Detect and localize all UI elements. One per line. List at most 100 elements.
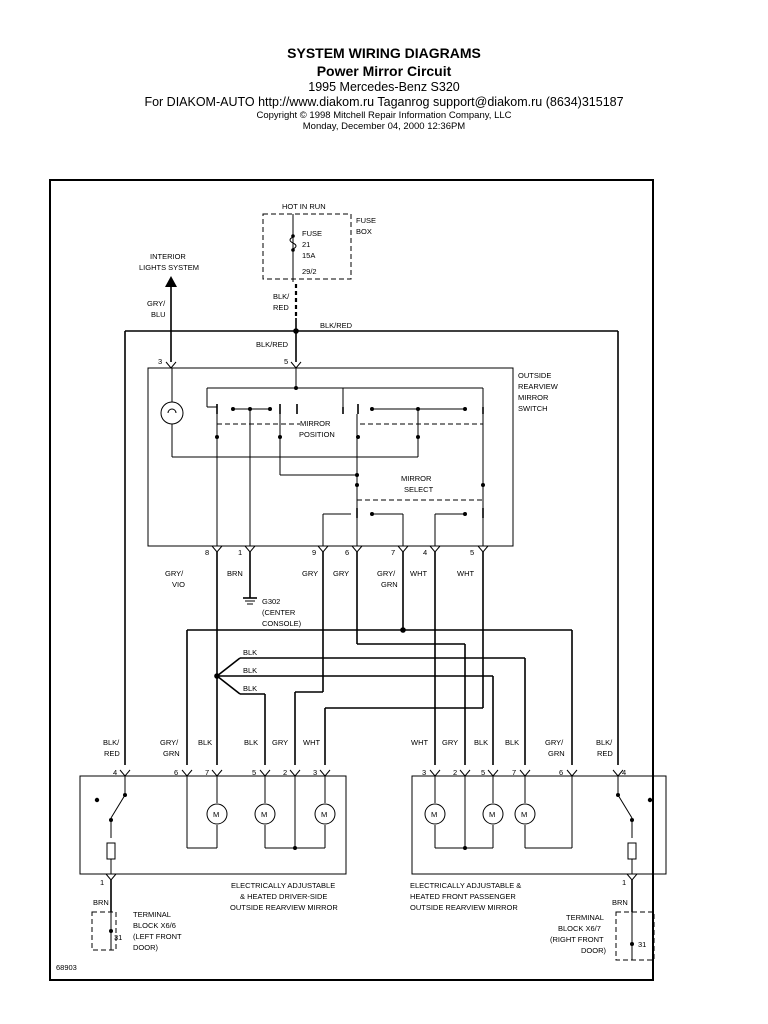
- right-wire-label-wht: WHT: [411, 738, 428, 747]
- left-terminal-label-2: BLOCK X6/6: [133, 921, 176, 930]
- mirror-connector-pins: 4 6 7 5 2 3 3 2 5 7 6 4: [113, 768, 626, 777]
- interior-lights-label-2: LIGHTS SYSTEM: [139, 263, 199, 272]
- right-pin-7: 7: [512, 768, 516, 777]
- wire-label-blk-red-mid: BLK/RED: [256, 340, 289, 349]
- switch-pin-5b: 5: [470, 548, 474, 557]
- left-terminal-label-4: DOOR): [133, 943, 159, 952]
- copyright-line: Copyright © 1998 Mitchell Repair Informa…: [256, 110, 512, 121]
- left-terminal-31: 31: [114, 933, 122, 942]
- hot-in-run-label: HOT IN RUN: [282, 202, 326, 211]
- left-motor-2-label: M: [261, 810, 267, 819]
- right-motor-1-label: M: [431, 810, 437, 819]
- diagram-frame: [49, 179, 654, 981]
- right-motor-2-icon: [482, 803, 504, 825]
- mirror-position-label-1: MIRROR: [300, 419, 331, 428]
- left-wire-label-brn: BRN: [93, 898, 109, 907]
- left-wire-label-gry-grn-1: GRY/: [160, 738, 179, 747]
- wire-label-blk-red-2: RED: [273, 303, 289, 312]
- mirror-select-label-1: MIRROR: [401, 474, 432, 483]
- wire-label-brn: BRN: [227, 569, 243, 578]
- left-motor-3-icon: [314, 803, 336, 825]
- interior-lights-system: INTERIOR LIGHTS SYSTEM GRY/ BLU: [139, 252, 199, 362]
- left-pin-2: 2: [283, 768, 287, 777]
- right-motor-3-label: M: [521, 810, 527, 819]
- switch-pin-4: 4: [423, 548, 427, 557]
- right-motor-1-icon: [424, 803, 446, 825]
- left-wire-label-blk-red-2: RED: [104, 749, 120, 758]
- ground-g302: G302 (CENTER CONSOLE): [243, 552, 302, 628]
- switch-pin-7: 7: [391, 548, 395, 557]
- left-pin-7: 7: [205, 768, 209, 777]
- fuse-box-label-2: BOX: [356, 227, 372, 236]
- switch-pin-8: 8: [205, 548, 209, 557]
- wire-label-wht-a: WHT: [410, 569, 427, 578]
- wire-label-gry-a: GRY: [302, 569, 318, 578]
- fuse-box: HOT IN RUN FUSE 21 15A 29/2 FUSE BOX: [262, 202, 376, 282]
- right-mirror-label-1: ELECTRICALLY ADJUSTABLE &: [410, 881, 521, 890]
- left-pin-1: 1: [100, 878, 104, 887]
- left-motor-1-label: M: [213, 810, 219, 819]
- switch-label-1: OUTSIDE: [518, 371, 551, 380]
- switch-label-2: REARVIEW: [518, 382, 559, 391]
- left-pin-3: 3: [313, 768, 317, 777]
- switch-label-4: SWITCH: [518, 404, 548, 413]
- right-mirror-label-2: HEATED FRONT PASSENGER: [410, 892, 516, 901]
- wiring-harness: BLK BLK BLK: [186, 552, 573, 765]
- left-motor-1-icon: [206, 803, 228, 825]
- g302-label-2: (CENTER: [262, 608, 296, 617]
- left-wire-label-gry: GRY: [272, 738, 288, 747]
- mirror-select-label-2: SELECT: [404, 485, 434, 494]
- fuse-number: 21: [302, 240, 310, 249]
- switch-pin-9: 9: [312, 548, 316, 557]
- right-wire-label-blk-red-2: RED: [597, 749, 613, 758]
- left-pin-6: 6: [174, 768, 178, 777]
- right-terminal-block: 31 TERMINAL BLOCK X6/7 (RIGHT FRONT DOOR…: [550, 911, 655, 961]
- wire-label-gry-vio-1: GRY/: [165, 569, 184, 578]
- right-pin-3: 3: [422, 768, 426, 777]
- fuse-label: FUSE: [302, 229, 322, 238]
- right-pin-5: 5: [481, 768, 485, 777]
- left-wire-label-blk-a: BLK: [198, 738, 212, 747]
- contact-line: For DIAKOM-AUTO http://www.diakom.ru Tag…: [144, 95, 624, 109]
- left-pin-4: 4: [113, 768, 117, 777]
- left-mirror-label-3: OUTSIDE REARVIEW MIRROR: [230, 903, 338, 912]
- left-terminal-label-3: (LEFT FRONT: [133, 932, 182, 941]
- right-pin-6: 6: [559, 768, 563, 777]
- right-wire-label-gry-grn-2: GRN: [548, 749, 565, 758]
- left-mirror-label-1: ELECTRICALLY ADJUSTABLE: [231, 881, 335, 890]
- wire-label-gry-blu-1: GRY/: [147, 299, 166, 308]
- interior-lights-label-1: INTERIOR: [150, 252, 186, 261]
- right-wire-label-blk-a: BLK: [474, 738, 488, 747]
- switch-bottom-connector: 8 1 9 6 7 4 5: [205, 545, 489, 557]
- right-wire-label-gry-grn-1: GRY/: [545, 738, 564, 747]
- left-wire-label-wht: WHT: [303, 738, 320, 747]
- right-pin-4: 4: [622, 768, 626, 777]
- wire-label-gry-vio-2: VIO: [172, 580, 185, 589]
- right-motor-3-icon: [514, 803, 536, 825]
- right-wire-label-blk-red-1: BLK/: [596, 738, 613, 747]
- wire-label-blk-3: BLK: [243, 684, 257, 693]
- right-pin-2: 2: [453, 768, 457, 777]
- fuse-pin-label: 29/2: [302, 267, 317, 276]
- right-pin-1: 1: [622, 878, 626, 887]
- page-title: SYSTEM WIRING DIAGRAMS: [287, 45, 481, 61]
- left-mirror-assembly: M M M ELECTRICALLY ADJUSTABLE & HEATED D…: [79, 775, 347, 912]
- illumination-lamp-icon: [160, 401, 184, 425]
- wire-label-blk-1: BLK: [243, 648, 257, 657]
- wire-label-gry-b: GRY: [333, 569, 349, 578]
- left-terminal-label-1: TERMINAL: [133, 910, 171, 919]
- fuse-box-label-1: FUSE: [356, 216, 376, 225]
- right-terminal-label-2: BLOCK X6/7: [558, 924, 601, 933]
- right-wire-label-blk-b: BLK: [505, 738, 519, 747]
- left-wire-label-blk-b: BLK: [244, 738, 258, 747]
- page-subtitle: Power Mirror Circuit: [316, 63, 452, 79]
- switch-label-3: MIRROR: [518, 393, 549, 402]
- mirror-position-label-2: POSITION: [299, 430, 335, 439]
- right-terminal-31: 31: [638, 940, 646, 949]
- left-wire-label-gry-grn-2: GRN: [163, 749, 180, 758]
- wire-label-blk-2: BLK: [243, 666, 257, 675]
- switch-pin-5: 5: [284, 357, 288, 366]
- right-wire-label-brn: BRN: [612, 898, 628, 907]
- g302-label: G302: [262, 597, 280, 606]
